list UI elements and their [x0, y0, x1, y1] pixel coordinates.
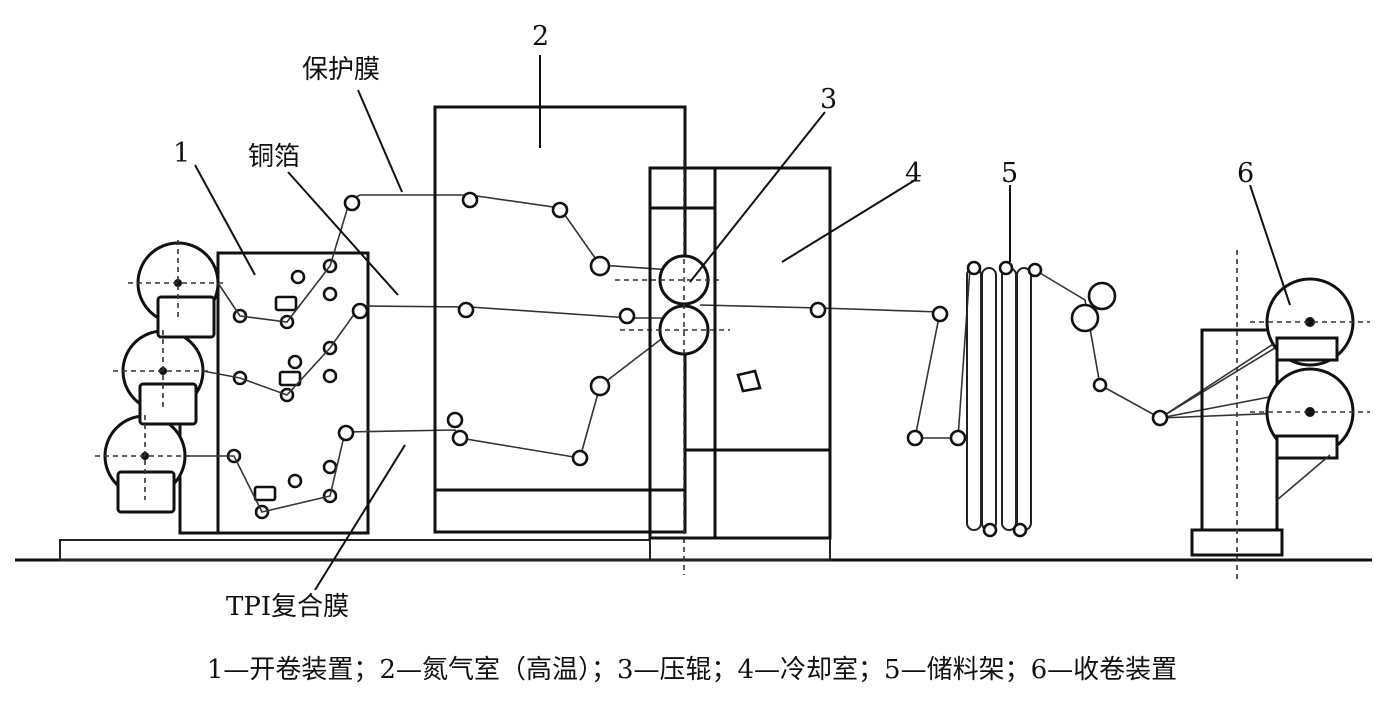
label-2: 2: [532, 21, 549, 52]
cooling-chamber: [648, 166, 832, 540]
unwind-centerlines: [95, 240, 225, 500]
label-copper-foil: 铜箔: [248, 142, 300, 172]
leader-lines: [194, 55, 1291, 591]
label-1: 1: [173, 138, 190, 169]
film-paths: [185, 194, 1311, 513]
label-3: 3: [820, 84, 837, 115]
press-rollers: [615, 160, 730, 575]
label-tpi-film: TPI复合膜: [226, 592, 349, 622]
winding-device: [1190, 250, 1370, 580]
storage-rack: [906, 260, 1169, 538]
label-4: 4: [905, 158, 922, 189]
label-5: 5: [1001, 158, 1018, 189]
label-6: 6: [1237, 158, 1254, 189]
figure-caption: 1—开卷装置；2—氮气室（高温）；3—压辊；4—冷却室；5—储料架；6—收卷装置: [207, 655, 1177, 685]
label-protective-film: 保护膜: [302, 55, 380, 85]
floor-base: [15, 537, 1372, 562]
